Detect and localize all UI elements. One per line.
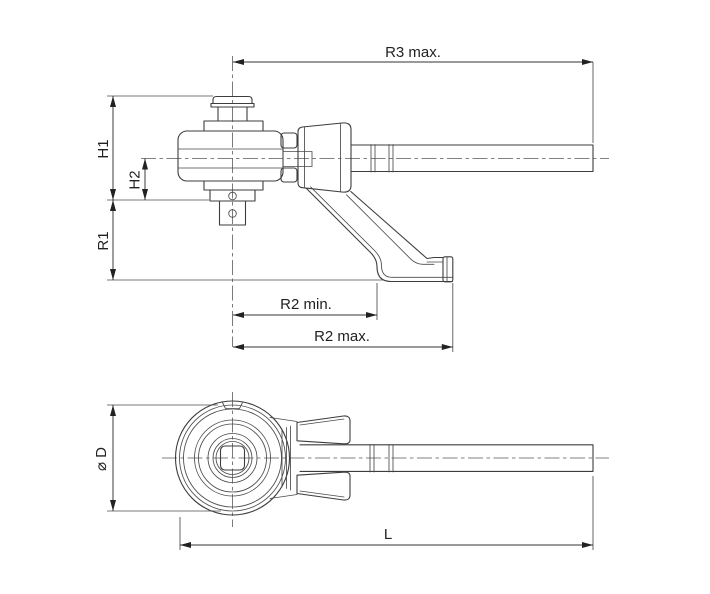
reaction-arm-outer-inner-line [310,186,453,278]
grip-wing-upper-inner-line [299,418,345,426]
dimension-label-r3-max: R3 max. [385,44,441,61]
head-ring-7 [212,438,253,478]
dimension-label-r2-min: R2 min. [280,296,332,313]
handle-collar-lines-axial [369,444,394,473]
grip-wing-upper [296,415,351,445]
dimension-label-r2-max: R2 max. [314,328,370,345]
gear-body-detail-lines [177,148,284,169]
dimensions: R3 max. H1 H2 R1 R2 min. R2 max. [93,44,594,550]
grip-contour-lines [304,122,341,193]
head-ring-6 [207,433,258,483]
grip-wing-lower-inner-line [299,490,345,498]
dimension-r1: R1 [95,200,383,281]
connector-upper-block [280,132,298,149]
cap-disc-outline [212,95,253,105]
square-drive-socket [219,445,246,471]
handle-bar-outline [350,144,594,173]
axial-view [174,400,594,516]
reaction-arm-upper-inner-line [346,194,444,265]
reaction-foot-end-cap [442,256,454,283]
head-ring-outer [174,400,291,516]
cap-flange [203,120,264,132]
gear-body-outline [177,130,284,182]
drive-pin-hole-upper [228,191,237,201]
drive-boss-circle [215,441,250,475]
drive-pin-hole-lower [228,209,237,218]
dimension-r3-max: R3 max. [233,44,594,143]
head-to-grip-tangents [269,417,298,499]
dimension-label-h2: H2 [127,170,144,189]
head-ring-5 [198,423,267,493]
dimension-label-dia-d: ⌀ D [93,447,110,471]
head-ring-4 [194,419,271,497]
side-view [177,95,594,283]
dimension-label-h1: H1 [95,139,112,158]
head-ring-3 [183,408,282,508]
connector-lower-block [280,167,298,183]
clamp-lines [281,425,291,491]
reaction-arm-outer-edge [305,187,454,283]
grip-outline [297,122,352,193]
handle-bar-outline-axial [299,444,594,472]
dimension-r2-min: R2 min. [233,283,378,320]
grip-wing-lower [296,471,351,501]
dimension-h1: H1 [95,95,213,201]
dimension-dia-d: ⌀ D [93,404,221,512]
handle-collar-lines [370,144,394,173]
dimension-h2: H2 [127,158,148,200]
square-drive-shank [218,200,247,226]
dimension-r2-max: R2 max. [233,283,454,352]
center-lines [141,56,609,527]
reaction-arm-upper-edge [350,190,444,260]
head-top-notch [222,402,243,409]
bottom-flange [203,180,264,191]
dimension-label-r1: R1 [95,231,112,250]
head-ring-2 [179,404,286,512]
dimension-l: L [179,476,594,550]
dimension-label-l: L [384,526,392,543]
